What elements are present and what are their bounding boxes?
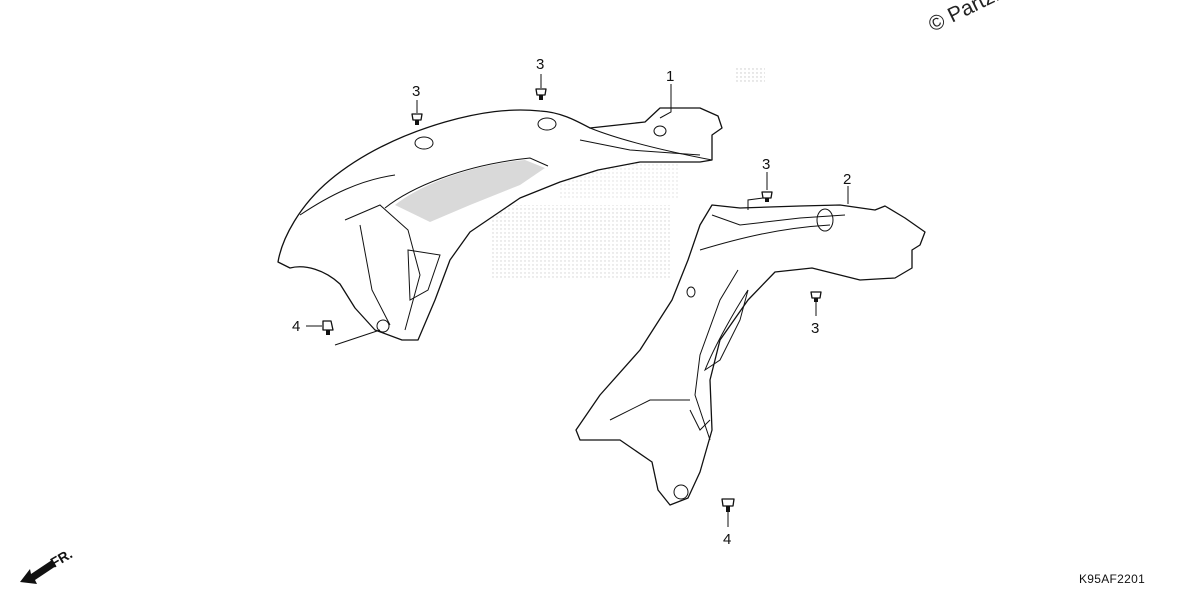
leader-part-1 xyxy=(659,84,672,119)
callout-4-bottom: 4 xyxy=(723,531,731,548)
diagram-code: K95AF2201 xyxy=(1079,572,1146,586)
screw-3-right-top[interactable] xyxy=(747,172,773,210)
callout-3-right-side: 3 xyxy=(811,320,819,337)
screw-3-top-left[interactable] xyxy=(411,100,423,125)
screw-3-top-center[interactable] xyxy=(535,74,547,100)
bolt-4-bottom[interactable] xyxy=(721,498,735,527)
bolt-4-left[interactable] xyxy=(306,320,381,346)
callout-3-top-center: 3 xyxy=(536,56,544,73)
screw-3-right-side[interactable] xyxy=(810,291,822,316)
part-2-right-shroud[interactable] xyxy=(575,204,926,506)
front-arrow-icon: FR. xyxy=(20,545,75,584)
callout-3-top-left: 3 xyxy=(412,83,420,100)
callout-3-right-top: 3 xyxy=(762,156,770,173)
callout-4-left: 4 xyxy=(292,318,300,335)
callout-2: 2 xyxy=(843,171,851,188)
part-1-left-shroud[interactable] xyxy=(277,107,723,341)
callout-1: 1 xyxy=(666,68,674,85)
